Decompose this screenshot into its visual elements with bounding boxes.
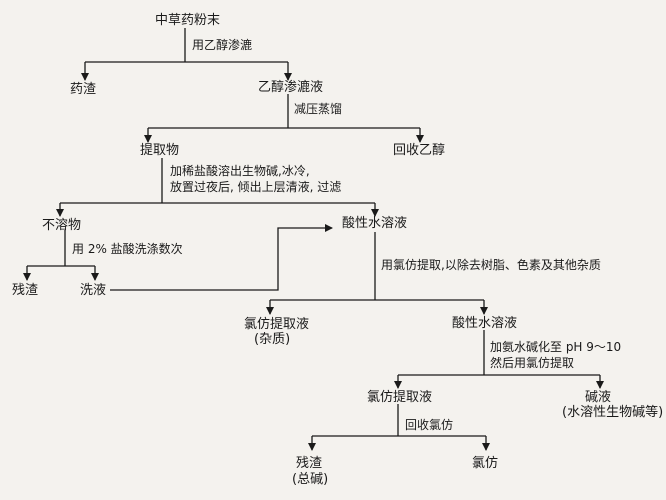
node-insoluble: 不溶物 xyxy=(42,218,82,233)
node-aqueous-layer: 碱液 xyxy=(585,390,612,405)
node-water-soluble-note: (水溶性生物碱等) xyxy=(562,405,664,420)
step-acid-dissolve-1: 加稀盐酸溶出生物碱,冰冷, xyxy=(170,164,310,178)
node-chloroform: 氯仿 xyxy=(472,456,499,471)
node-chloroform-extract-impurity: 氯仿提取液 xyxy=(244,317,310,332)
node-acid-solution-2: 酸性水溶液 xyxy=(452,316,518,331)
node-residue-left: 残渣 xyxy=(12,283,39,298)
node-ethanol-extract: 乙醇渗漉液 xyxy=(258,80,324,95)
step-acid-dissolve-2: 放置过夜后, 倾出上层清液, 过滤 xyxy=(170,180,342,194)
node-washings: 洗液 xyxy=(80,283,107,298)
node-acid-solution: 酸性水溶液 xyxy=(342,216,408,231)
line-washings-loop xyxy=(110,224,333,291)
step-basify-2: 然后用氯仿提取 xyxy=(490,356,575,370)
step-wash: 用 2% 盐酸洗涤数次 xyxy=(72,242,183,256)
node-impurity-note: (杂质) xyxy=(254,332,291,347)
node-residue-bottom: 残渣 xyxy=(296,456,323,471)
step-evaporate: 减压蒸馏 xyxy=(294,102,343,116)
step-chloroform-wash: 用氯仿提取,以除去树脂、色素及其他杂质 xyxy=(381,258,601,272)
node-recover-ethanol: 回收乙醇 xyxy=(393,143,446,158)
node-extract: 提取物 xyxy=(140,143,180,158)
node-powder: 中草药粉末 xyxy=(155,13,221,28)
step-recover-chloroform: 回收氯仿 xyxy=(405,418,454,432)
step-basify-1: 加氨水碱化至 pH 9～10 xyxy=(490,340,622,354)
node-chloroform-extract: 氯仿提取液 xyxy=(367,390,433,405)
step-percolate: 用乙醇渗漉 xyxy=(192,38,253,52)
node-residue-top: 药渣 xyxy=(70,82,97,97)
node-total-alkaloid-note: (总碱) xyxy=(292,472,329,487)
